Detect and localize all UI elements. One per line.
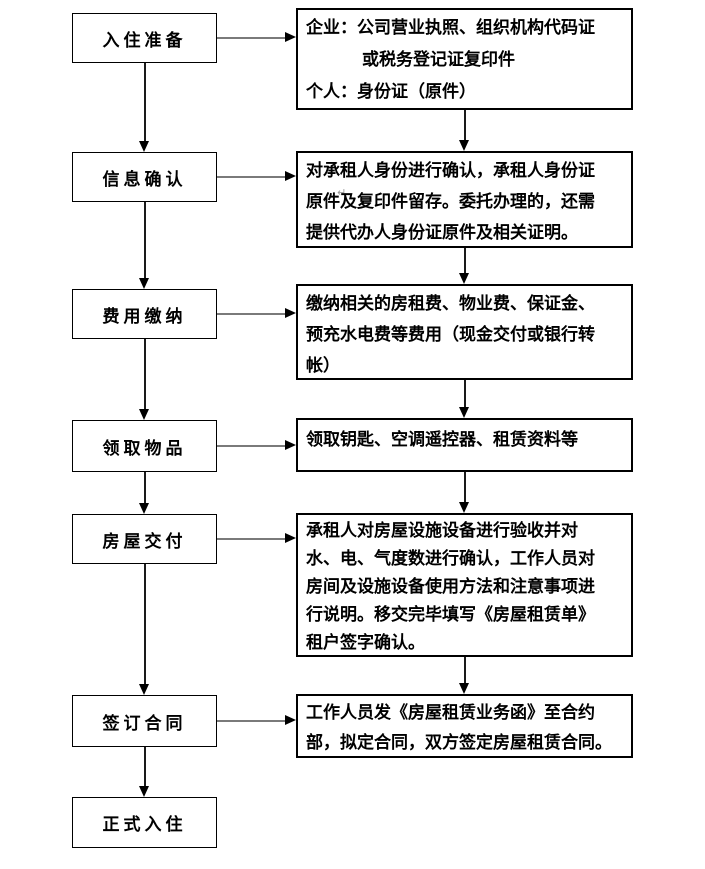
down-arrow-line (464, 248, 466, 274)
down-arrow-head-icon (139, 503, 149, 514)
down-arrow-line (144, 472, 146, 504)
detail-line: 原件及复印件留存。委托办理的，还需 (306, 192, 595, 211)
down-arrow-head-icon (459, 407, 469, 418)
down-arrow-line (144, 63, 146, 142)
step-box-move-in-preparation: 入住准备 (72, 13, 217, 63)
detail-line: 提供代办人身份证原件及相关证明。 (306, 223, 578, 242)
down-arrow-line (464, 380, 466, 408)
down-arrow-line (144, 564, 146, 685)
step-box-sign-contract: 签订合同 (72, 695, 217, 747)
down-arrow-line (464, 110, 466, 141)
down-arrow-line (144, 747, 146, 787)
right-arrow-head-icon (285, 32, 296, 42)
step-box-fee-payment: 费用缴纳 (72, 289, 217, 339)
detail-line: 对承租人身份进行确认，承租人身份证 (306, 161, 595, 180)
down-arrow-line (144, 202, 146, 279)
step-box-collect-items: 领取物品 (72, 420, 217, 472)
detail-line: 房间及设施设备使用方法和注意事项进 (306, 577, 595, 596)
down-arrow-head-icon (459, 502, 469, 513)
detail-line: 企业：公司营业执照、组织机构代码证 (306, 18, 595, 37)
detail-line: 租户签字确认。 (306, 633, 425, 652)
detail-line: 部，拟定合同，双方签定房屋租赁合同。 (306, 733, 612, 752)
step-box-official-move-in: 正式入住 (72, 797, 217, 848)
right-arrow-line (217, 37, 286, 39)
down-arrow-head-icon (459, 273, 469, 284)
right-arrow-head-icon (285, 715, 296, 725)
detail-box-fee-payment: 缴纳相关的房租费、物业费、保证金、 预充水电费等费用（现金交付或银行转 帐） (296, 284, 633, 380)
detail-line: 缴纳相关的房租费、物业费、保证金、 (306, 294, 595, 313)
detail-box-collect-items: 领取钥匙、空调遥控器、租赁资料等 (296, 418, 633, 472)
down-arrow-head-icon (139, 141, 149, 152)
step-box-information-confirmation: 信息确认 (72, 152, 217, 202)
detail-line: 预充水电费等费用（现金交付或银行转 (306, 325, 595, 344)
down-arrow-head-icon (459, 683, 469, 694)
right-arrow-head-icon (285, 440, 296, 450)
down-arrow-head-icon (459, 140, 469, 151)
right-arrow-head-icon (285, 308, 296, 318)
right-arrow-line (217, 538, 286, 540)
detail-line: 承租人对房屋设施设备进行验收并对 (306, 521, 578, 540)
detail-box-move-in-preparation: 企业：公司营业执照、组织机构代码证 或税务登记证复印件 个人：身份证（原件） (296, 8, 633, 110)
right-arrow-line (217, 313, 286, 315)
detail-line: 或税务登记证复印件 (362, 50, 515, 69)
word-formatting-mark: ↵ (337, 187, 347, 199)
detail-box-house-handover: 承租人对房屋设施设备进行验收并对 水、电、气度数进行确认，工作人员对 房间及设施… (296, 513, 633, 657)
right-arrow-line (217, 176, 286, 178)
down-arrow-head-icon (139, 278, 149, 289)
detail-line: 帐） (306, 356, 340, 375)
detail-box-information-confirmation: 对承租人身份进行确认，承租人身份证 原件及复印件留存。委托办理的，还需 提供代办… (296, 151, 633, 248)
detail-line: 工作人员发《房屋租赁业务函》至合约 (306, 703, 595, 722)
detail-line: 水、电、气度数进行确认，工作人员对 (306, 549, 595, 568)
detail-line: 个人：身份证（原件） (306, 82, 476, 101)
detail-line: 领取钥匙、空调遥控器、租赁资料等 (306, 430, 578, 449)
down-arrow-head-icon (139, 786, 149, 797)
right-arrow-head-icon (285, 171, 296, 181)
down-arrow-line (144, 339, 146, 410)
down-arrow-line (464, 657, 466, 684)
down-arrow-head-icon (139, 684, 149, 695)
step-box-house-handover: 房屋交付 (72, 514, 217, 564)
right-arrow-line (217, 720, 286, 722)
down-arrow-head-icon (139, 409, 149, 420)
down-arrow-line (464, 472, 466, 503)
detail-box-sign-contract: 工作人员发《房屋租赁业务函》至合约 部，拟定合同，双方签定房屋租赁合同。 (296, 694, 633, 758)
right-arrow-line (217, 445, 286, 447)
detail-line: 行说明。移交完毕填写《房屋租赁单》 (306, 605, 595, 624)
right-arrow-head-icon (285, 533, 296, 543)
